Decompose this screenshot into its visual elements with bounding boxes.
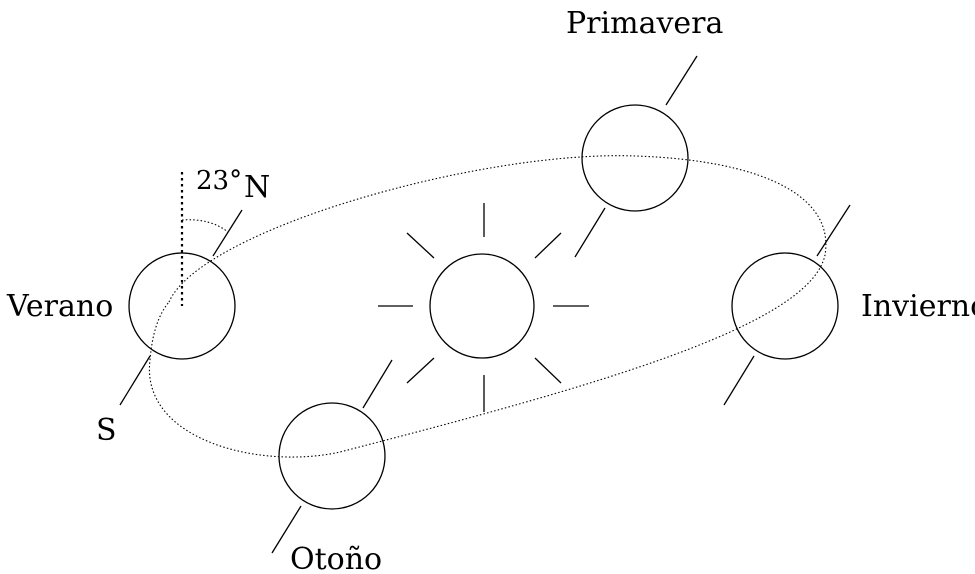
earth-summer-axis-south <box>119 355 151 406</box>
earth-spring-axis-south <box>574 207 606 258</box>
earth-autumn <box>271 359 393 554</box>
earth-spring-axis-north <box>665 55 698 106</box>
earth-autumn-axis-north <box>362 359 393 409</box>
sun-disk <box>429 253 535 359</box>
label-south: S <box>96 413 117 448</box>
sun <box>378 203 589 412</box>
earth-winter-disk <box>731 252 839 360</box>
label-winter: Invierno <box>861 289 975 324</box>
earth-winter <box>723 204 851 406</box>
label-spring: Primavera <box>566 6 723 41</box>
orbit-ellipse <box>149 155 827 458</box>
earth-summer-axis-north <box>212 209 243 257</box>
earth-winter-axis-north <box>816 204 851 257</box>
earth-spring <box>574 55 698 258</box>
earth-winter-axis-south <box>723 355 755 406</box>
label-autumn: Otoño <box>290 542 382 574</box>
label-tilt-angle: 23° <box>196 166 242 196</box>
earth-autumn-axis-south <box>271 505 302 554</box>
label-north: N <box>244 170 270 205</box>
earth-spring-disk <box>581 104 689 212</box>
earth-summer-disk <box>128 252 236 360</box>
label-summer: Verano <box>6 289 113 324</box>
earth-autumn-disk <box>278 402 386 510</box>
sun-ray-bottom-right <box>534 357 562 384</box>
sun-ray-top-right <box>534 232 562 259</box>
sun-ray-top-left <box>406 232 435 259</box>
sun-ray-bottom-left <box>406 357 435 384</box>
earth-summer <box>119 172 243 406</box>
tilt-angle-arc <box>181 219 229 233</box>
